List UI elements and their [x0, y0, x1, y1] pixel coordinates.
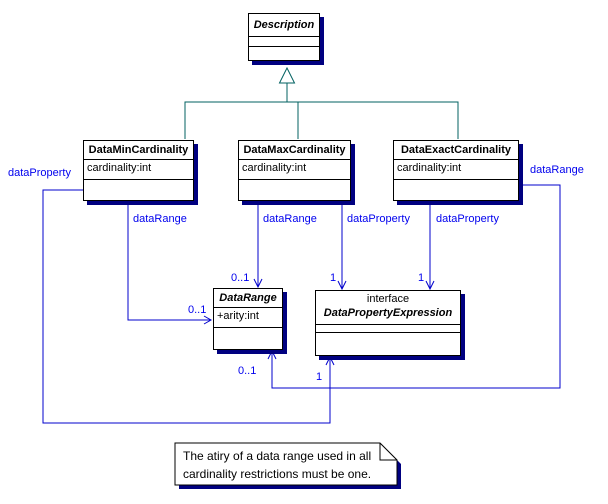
edge-exact-to-datarange: [271, 184, 561, 389]
class-data-max-cardinality: DataMaxCardinality cardinality:int: [238, 140, 351, 201]
class-data-min-cardinality-name: DataMinCardinality: [84, 141, 193, 160]
open-arrowhead-up-icon: [267, 349, 277, 360]
interface-data-property-expression: interface DataPropertyExpression: [315, 290, 461, 356]
class-data-range: DataRange +arity:int: [213, 288, 283, 350]
operations-compartment: [394, 180, 518, 200]
operations-compartment: [316, 333, 460, 355]
attributes-compartment: [316, 325, 460, 333]
attribute-cardinality: cardinality:int: [87, 162, 152, 174]
class-data-exact-cardinality: DataExactCardinality cardinality:int: [393, 140, 519, 201]
generalization-tree: [184, 66, 459, 139]
attributes-compartment: cardinality:int: [84, 160, 193, 180]
operations-compartment: [84, 180, 193, 200]
edge-label-data-range: dataRange: [530, 164, 584, 176]
multiplicity-label: 0..1: [188, 304, 207, 316]
uml-note: The atiry of a data range used in all ca…: [183, 447, 383, 483]
edge-label-data-property: dataProperty: [347, 213, 410, 225]
attribute-cardinality: cardinality:int: [397, 162, 462, 174]
multiplicity-label: 1: [316, 371, 323, 383]
open-arrowhead-up-icon: [325, 355, 335, 366]
open-arrowhead-down-icon: [253, 278, 263, 289]
multiplicity-label: 1: [418, 272, 425, 284]
edge-min-to-datarange: [127, 201, 210, 321]
note-body-shape: [174, 442, 398, 486]
open-arrowhead-down-icon: [337, 280, 347, 291]
open-arrowhead-down-icon: [425, 280, 435, 291]
multiplicity-label: 1: [330, 272, 337, 284]
generalization-edge-outer: [184, 101, 459, 139]
interface-name: DataPropertyExpression: [323, 307, 453, 319]
class-data-range-name: DataRange: [214, 289, 282, 308]
note-fold-icon: [379, 443, 397, 461]
uml-note-shape: [174, 442, 401, 489]
operations-compartment: [249, 47, 319, 60]
class-data-max-cardinality-name: DataMaxCardinality: [239, 141, 350, 160]
attributes-compartment: +arity:int: [214, 308, 282, 328]
class-data-min-cardinality: DataMinCardinality cardinality:int: [83, 140, 194, 201]
interface-stereotype: interface: [366, 293, 410, 305]
class-description: Description: [248, 13, 320, 61]
edge-min-to-dpe: [42, 189, 331, 424]
attributes-compartment: cardinality:int: [394, 160, 518, 180]
edge-label-data-property: dataProperty: [8, 167, 71, 179]
open-arrowhead-right-icon: [203, 315, 213, 325]
attribute-arity: +arity:int: [217, 310, 259, 322]
attributes-compartment: [249, 37, 319, 47]
edge-label-data-property: dataProperty: [436, 213, 499, 225]
association-edges: [42, 184, 561, 424]
title-compartment: interface DataPropertyExpression: [316, 291, 460, 325]
class-description-name: Description: [249, 14, 319, 37]
attributes-compartment: cardinality:int: [239, 160, 350, 180]
note-line-1: The atiry of a data range used in all: [183, 449, 372, 463]
attribute-cardinality: cardinality:int: [242, 162, 307, 174]
class-data-exact-cardinality-name: DataExactCardinality: [394, 141, 518, 160]
multiplicity-label: 0..1: [238, 365, 257, 377]
multiplicity-label: 0..1: [231, 272, 250, 284]
generalization-triangle-icon: [278, 66, 296, 84]
edge-label-data-range: dataRange: [263, 213, 317, 225]
operations-compartment: [239, 180, 350, 200]
note-line-2: cardinality restrictions must be one.: [183, 467, 372, 481]
edge-label-data-range: dataRange: [133, 213, 187, 225]
operations-compartment: [214, 328, 282, 349]
